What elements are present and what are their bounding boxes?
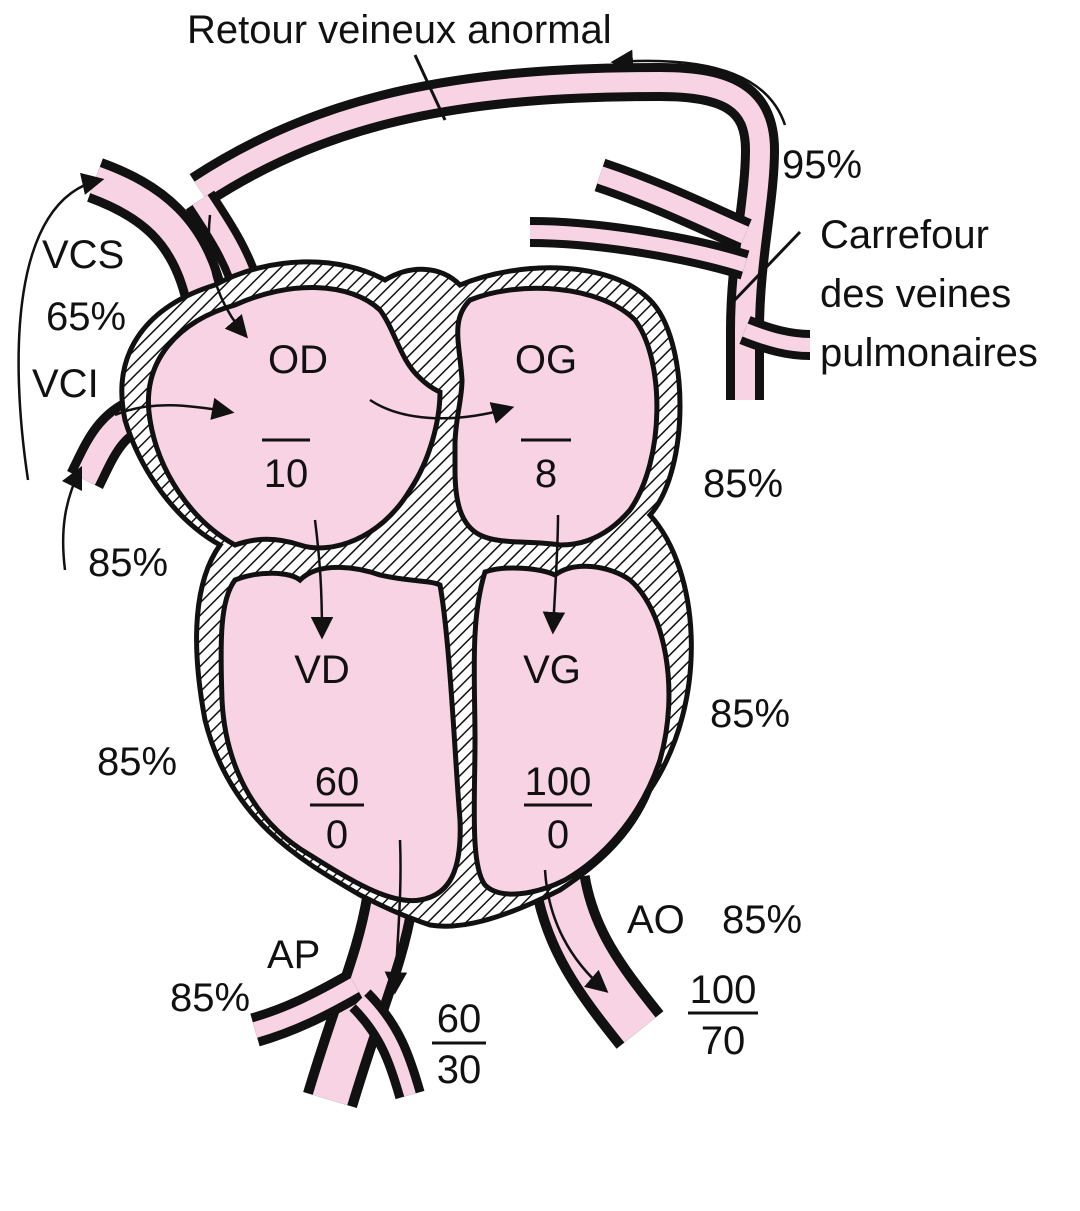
label-vd: VD xyxy=(294,648,350,692)
label-carrefour-line2: des veines xyxy=(820,272,1011,316)
left-ventricle xyxy=(474,566,669,894)
label-vci: VCI xyxy=(32,362,99,406)
label-pulm-vein-sat: 95% xyxy=(782,143,862,187)
label-vg: VG xyxy=(523,648,581,692)
pressure-ap-diastolic: 30 xyxy=(437,1048,482,1092)
title: Retour veineux anormal xyxy=(187,8,612,52)
pressure-ao: 100 70 xyxy=(688,968,758,1063)
label-og: OG xyxy=(515,338,577,382)
label-vcs: VCS xyxy=(42,233,124,277)
label-ap: AP xyxy=(267,933,320,977)
label-od: OD xyxy=(268,338,328,382)
pressure-ap: 60 30 xyxy=(432,997,486,1092)
pressure-vd-systolic: 60 xyxy=(315,760,360,804)
pressure-vg-diastolic: 0 xyxy=(547,813,569,857)
heart xyxy=(122,262,691,926)
label-vd-sat: 85% xyxy=(97,740,177,784)
label-vcs-sat: 65% xyxy=(46,295,126,339)
label-carrefour-line3: pulmonaires xyxy=(820,331,1038,375)
label-ao-sat: 85% xyxy=(722,898,802,942)
pressure-ao-diastolic: 70 xyxy=(701,1019,746,1063)
pressure-od-diastolic: 10 xyxy=(264,452,309,496)
label-vci-sat: 85% xyxy=(88,541,168,585)
label-vg-sat: 85% xyxy=(710,692,790,736)
pressure-ap-systolic: 60 xyxy=(437,997,482,1041)
pressure-vg-systolic: 100 xyxy=(525,760,592,804)
pressure-vd-diastolic: 0 xyxy=(326,813,348,857)
label-carrefour-line1: Carrefour xyxy=(820,213,989,257)
pressure-og-diastolic: 8 xyxy=(535,452,557,496)
flow-arrow-ivc-inflow xyxy=(63,470,80,570)
label-og-sat: 85% xyxy=(703,462,783,506)
label-ao: AO xyxy=(627,898,685,942)
left-atrium xyxy=(455,288,657,545)
label-ap-sat: 85% xyxy=(170,976,250,1020)
pressure-ao-systolic: 100 xyxy=(690,968,757,1012)
